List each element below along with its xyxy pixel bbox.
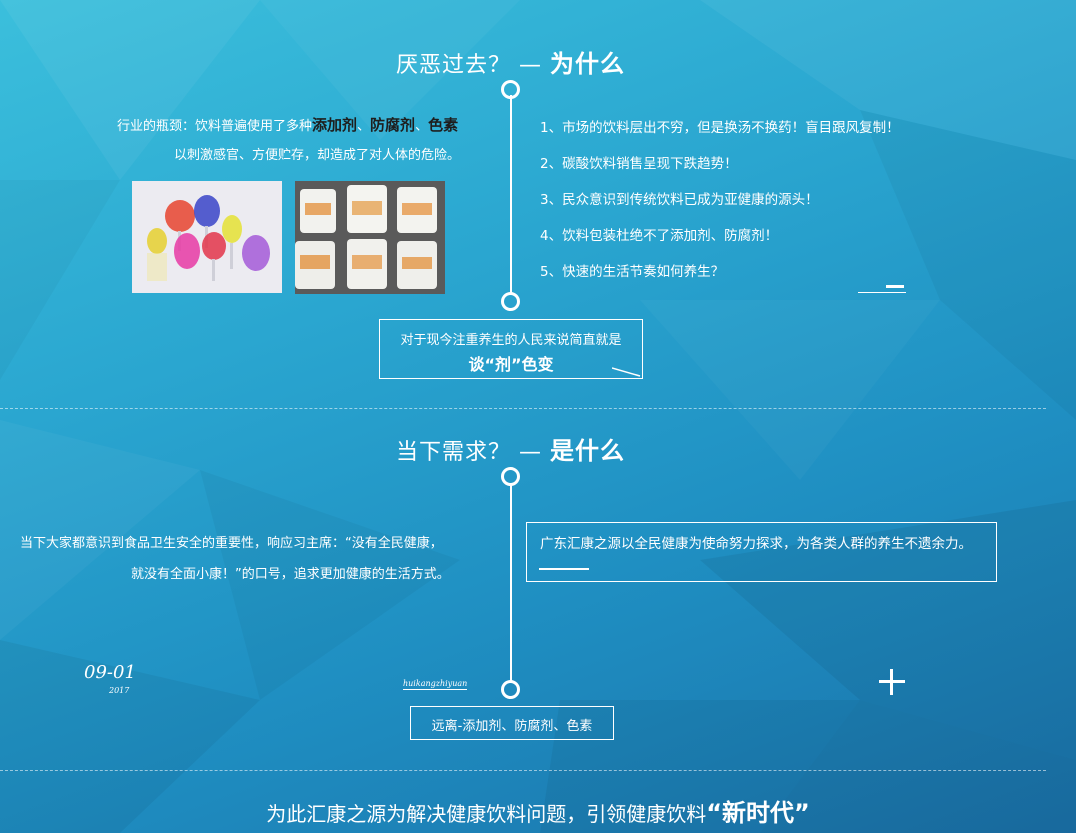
- section1-title-strong: 为什么: [550, 50, 625, 78]
- timeline-dot-4: [501, 680, 520, 699]
- timeline-line-1: [510, 95, 512, 295]
- colored-drinks-photo: [132, 181, 282, 293]
- footer-slogan: 为此汇康之源为解决健康饮料问题，引领健康饮料“新时代”: [0, 793, 1076, 828]
- problem-line-1: 行业的瓶颈：饮料普遍使用了多种添加剂、防腐剂、色素: [117, 116, 459, 134]
- highlight-preservative: 防腐剂: [370, 116, 416, 134]
- highlight-pigment: 色素: [428, 116, 459, 134]
- year-label: 2017: [109, 686, 130, 695]
- section2-title: 当下需求？ — 是什么: [396, 431, 625, 466]
- additive-containers-photo: [295, 181, 445, 294]
- section2-title-strong: 是什么: [550, 437, 625, 465]
- avoid-additives-box: 远离-添加剂、防腐剂、色素: [410, 706, 614, 740]
- minus-icon[interactable]: [858, 282, 906, 294]
- timeline-dot-1: [501, 80, 520, 99]
- section-divider-2: [0, 770, 1046, 771]
- footer-strong: “新时代”: [706, 799, 810, 827]
- date-label: 09-01: [84, 662, 136, 683]
- brand-small-label: huikangzhiyuan: [403, 679, 468, 690]
- corner-slash-icon: [612, 367, 641, 377]
- footer-text: 为此汇康之源为解决健康饮料问题，引领健康饮料: [266, 802, 707, 826]
- summary-box-line-2: 谈“剂”色变: [468, 355, 554, 374]
- section2-title-prefix: 当下需求？ —: [396, 440, 550, 465]
- mission-box: 广东汇康之源以全民健康为使命努力探求，为各类人群的养生不遗余力。: [526, 522, 997, 582]
- timeline-dot-2: [501, 292, 520, 311]
- list-item: 2、碳酸饮料销售呈现下跌趋势！: [540, 156, 738, 172]
- highlight-additive: 添加剂: [312, 116, 358, 134]
- section1-title: 厌恶过去？ — 为什么: [396, 44, 625, 79]
- mission-underline: [539, 568, 589, 570]
- section-divider-1: [0, 408, 1046, 409]
- list-item: 1、市场的饮料层出不穷，但是换汤不换药！盲目跟风复制！: [540, 120, 900, 136]
- problem-line-2: 以刺激感官、方便贮存，却造成了对人体的危险。: [174, 148, 461, 163]
- mission-text: 广东汇康之源以全民健康为使命努力探求，为各类人群的养生不遗余力。: [540, 536, 972, 552]
- avoid-additives-text: 远离-添加剂、防腐剂、色素: [431, 719, 593, 734]
- demand-line-1: 当下大家都意识到食品卫生安全的重要性，响应习主席：“没有全民健康，: [20, 536, 443, 551]
- section1-title-prefix: 厌恶过去？ —: [396, 53, 550, 78]
- plus-icon[interactable]: [879, 669, 905, 695]
- demand-line-2: 就没有全面小康！”的口号，追求更加健康的生活方式。: [131, 567, 450, 582]
- list-item: 4、饮料包装杜绝不了添加剂、防腐剂！: [540, 228, 779, 244]
- timeline-line-2: [510, 483, 512, 683]
- list-item: 3、民众意识到传统饮料已成为亚健康的源头！: [540, 192, 819, 208]
- summary-box-line-1: 对于现今注重养生的人民来说简直就是: [400, 333, 622, 348]
- timeline-dot-3: [501, 467, 520, 486]
- list-item: 5、快速的生活节奏如何养生？: [540, 264, 725, 280]
- summary-box: 对于现今注重养生的人民来说简直就是 谈“剂”色变: [379, 319, 643, 379]
